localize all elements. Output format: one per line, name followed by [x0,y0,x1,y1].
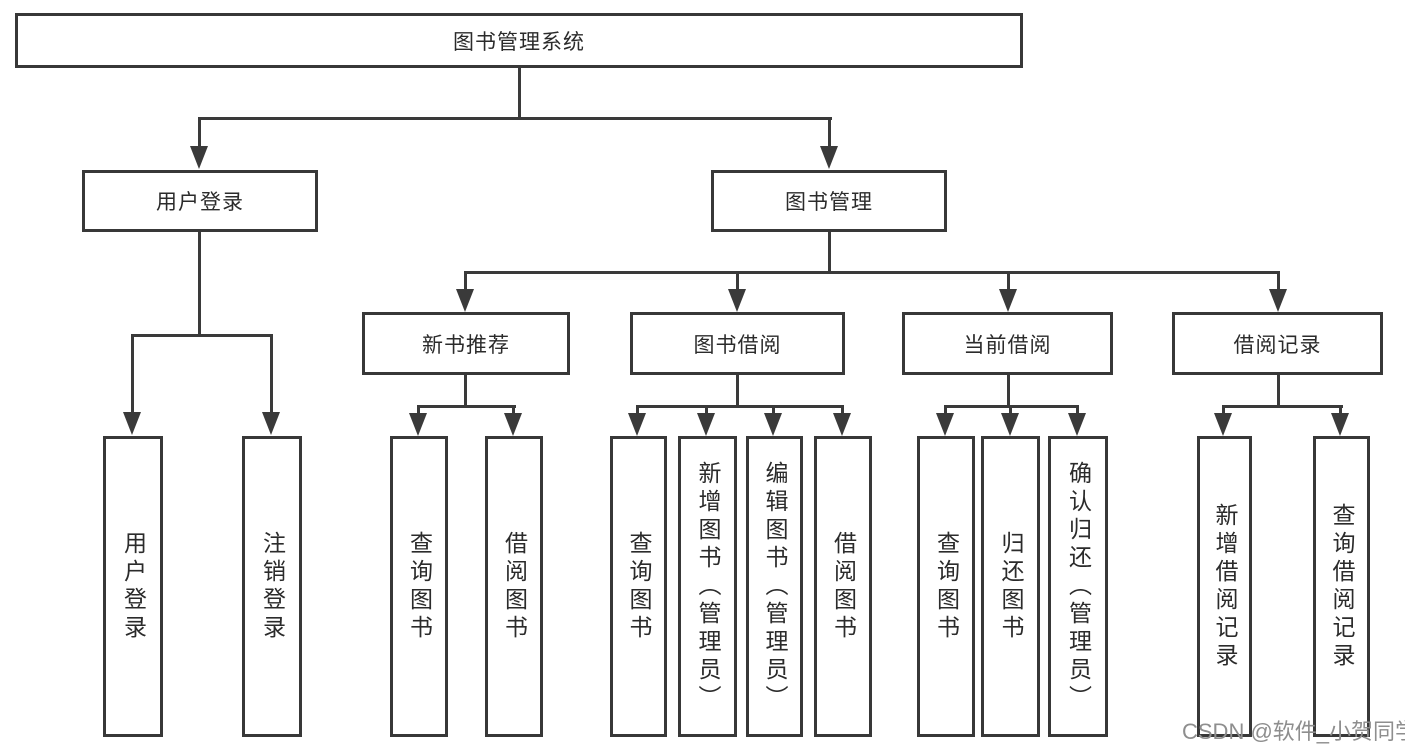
node-label: 当前借阅 [963,333,1052,357]
edge-book-borrow-branch [637,405,844,408]
edge-root-branch [199,117,832,120]
edge-to-cb-confirm [1076,405,1079,416]
arrow-down-icon [697,413,715,436]
node-label: 借阅图书 [830,530,857,643]
node-nb-query-book: 查询图书 [390,436,448,737]
node-label: 查询图书 [406,530,433,643]
node-leaf-user-login: 用户登录 [103,436,163,737]
arrow-down-icon [456,289,474,312]
edge-to-bb-edit [772,405,775,416]
edge-to-borrow-record [1277,271,1280,291]
arrow-down-icon [1214,413,1232,436]
node-current-borrow: 当前借阅 [902,312,1113,375]
node-label: 新增图书（管理员） [695,460,721,713]
node-nb-borrow-book: 借阅图书 [485,436,543,737]
node-cb-return-book: 归还图书 [981,436,1040,737]
arrow-down-icon [1269,289,1287,312]
node-label: 新书推荐 [422,333,510,357]
node-label: 归还图书 [998,530,1024,643]
edge-to-book-management [828,117,831,148]
node-label: 图书借阅 [693,333,782,357]
node-label: 新增借阅记录 [1212,502,1238,671]
node-label: 查询图书 [933,530,960,643]
arrow-down-icon [820,146,838,169]
edge-borrow-record-stem [1277,375,1280,408]
arrow-down-icon [628,413,646,436]
node-label: 用户登录 [120,530,147,643]
edge-root-stem [518,68,521,117]
edge-to-leaf-logout [270,334,273,414]
edge-new-book-stem [464,375,467,408]
node-borrow-record: 借阅记录 [1172,312,1383,375]
node-bb-add-book-admin: 新增图书（管理员） [678,436,737,737]
edge-to-nb-borrow [512,405,515,416]
arrow-down-icon [833,413,851,436]
edge-book-borrow-stem [736,375,739,408]
arrow-down-icon [936,413,954,436]
csdn-watermark: CSDN @软件_小贺同学 [1182,719,1405,744]
edge-to-br-query [1339,405,1342,416]
edge-to-br-add [1222,405,1225,416]
node-cb-confirm-return-admin: 确认归还（管理员） [1048,436,1108,737]
node-label: 借阅图书 [501,530,528,643]
edge-book-management-branch [465,271,1280,274]
node-cb-query-book: 查询图书 [917,436,975,737]
arrow-down-icon [1068,413,1086,436]
edge-to-bb-query [636,405,639,416]
edge-new-book-branch [418,405,516,408]
edge-borrow-record-branch [1223,405,1343,408]
arrow-down-icon [1001,413,1019,436]
node-bb-borrow-book: 借阅图书 [814,436,872,737]
node-br-add-record: 新增借阅记录 [1197,436,1252,737]
node-label: 编辑图书（管理员） [762,460,788,713]
node-label: 图书管理 [785,191,873,214]
node-label: 注销登录 [259,530,286,643]
arrow-down-icon [764,413,782,436]
edge-current-borrow-stem [1007,375,1010,408]
arrow-down-icon [123,412,141,435]
edge-to-nb-query [417,405,420,416]
edge-to-cb-query [944,405,947,416]
edge-to-current-borrow [1007,271,1010,291]
arrow-down-icon [504,413,522,436]
edge-to-new-book-recommend [464,271,467,291]
edge-to-bb-add [705,405,708,416]
node-label: 确认归还（管理员） [1065,460,1092,713]
edge-to-cb-return [1009,405,1012,416]
arrow-down-icon [409,413,427,436]
edge-user-login-stem [198,232,201,336]
arrow-down-icon [999,289,1017,312]
arrow-down-icon [190,146,208,169]
node-br-query-record: 查询借阅记录 [1313,436,1370,737]
node-label: 查询图书 [626,530,652,643]
node-leaf-logout: 注销登录 [242,436,302,737]
node-book-management: 图书管理 [711,170,947,232]
node-user-login: 用户登录 [82,170,318,232]
edge-to-leaf-user-login [131,334,134,414]
node-book-borrow: 图书借阅 [630,312,845,375]
node-label: 查询借阅记录 [1329,502,1355,671]
node-label: 借阅记录 [1233,333,1322,357]
node-label: 图书管理系统 [453,30,585,54]
node-library-management-system: 图书管理系统 [15,13,1023,68]
arrow-down-icon [262,412,280,435]
edge-to-user-login [198,117,201,148]
node-bb-edit-book-admin: 编辑图书（管理员） [746,436,803,737]
edge-to-book-borrow [736,271,739,291]
edge-to-bb-borrow [841,405,844,416]
node-label: 用户登录 [156,191,244,214]
arrow-down-icon [1331,413,1349,436]
edge-user-login-branch [132,334,273,337]
node-new-book-recommend: 新书推荐 [362,312,570,375]
edge-current-borrow-branch [945,405,1079,408]
node-bb-query-book: 查询图书 [610,436,667,737]
edge-book-management-stem [828,232,831,273]
arrow-down-icon [728,289,746,312]
